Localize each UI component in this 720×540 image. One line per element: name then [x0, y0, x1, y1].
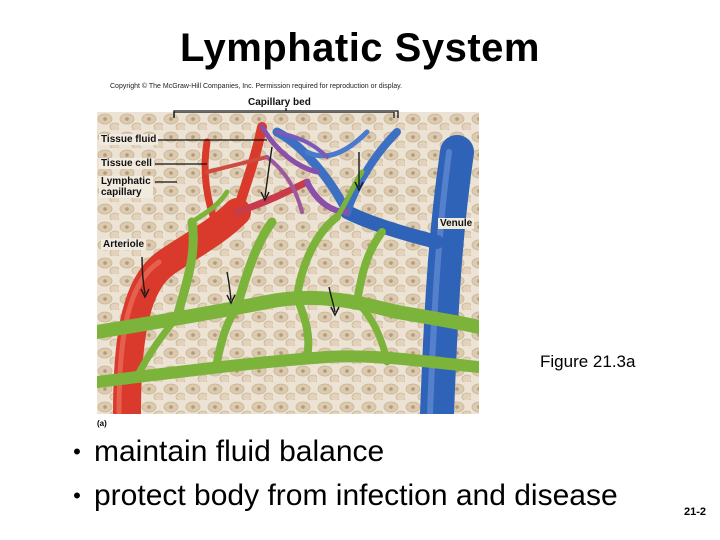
arteriole-vessel	[113, 122, 311, 414]
panel-letter: (a)	[97, 419, 107, 428]
label-lymphatic-capillary: Lymphatic capillary	[99, 176, 153, 198]
fluid-flow-arrows	[140, 146, 364, 317]
bullet-icon: •	[73, 439, 81, 464]
label-arteriole: Arteriole	[101, 239, 147, 250]
label-leader-lines	[155, 112, 395, 183]
bullet-text: maintain fluid balance	[94, 435, 385, 468]
slide-title: Lymphatic System	[180, 26, 540, 70]
capillary-network	[259, 124, 350, 215]
slide-number: 21-2	[684, 506, 707, 518]
lymphatic-capillaries	[97, 169, 479, 388]
bullet-item: • maintain fluid balance	[68, 430, 618, 474]
figure-caption: Figure 21.3a	[540, 352, 636, 371]
capillary-bed-bracket	[173, 108, 399, 118]
lymphatic-capillary-figure: Tissue fluid Tissue cell Lymphatic capil…	[97, 112, 479, 414]
label-venule: Venule	[438, 218, 475, 229]
bullet-item: • protect body from infection and diseas…	[68, 474, 618, 518]
bullet-list: • maintain fluid balance • protect body …	[68, 430, 618, 518]
bullet-text: protect body from infection and disease	[94, 479, 618, 512]
label-capillary-bed: Capillary bed	[248, 97, 311, 108]
figure-illustration	[97, 112, 479, 414]
bullet-icon: •	[73, 483, 81, 508]
copyright-notice: Copyright © The McGraw-Hill Companies, I…	[110, 83, 403, 90]
label-tissue-fluid: Tissue fluid	[99, 134, 159, 145]
label-tissue-cell: Tissue cell	[99, 158, 154, 169]
